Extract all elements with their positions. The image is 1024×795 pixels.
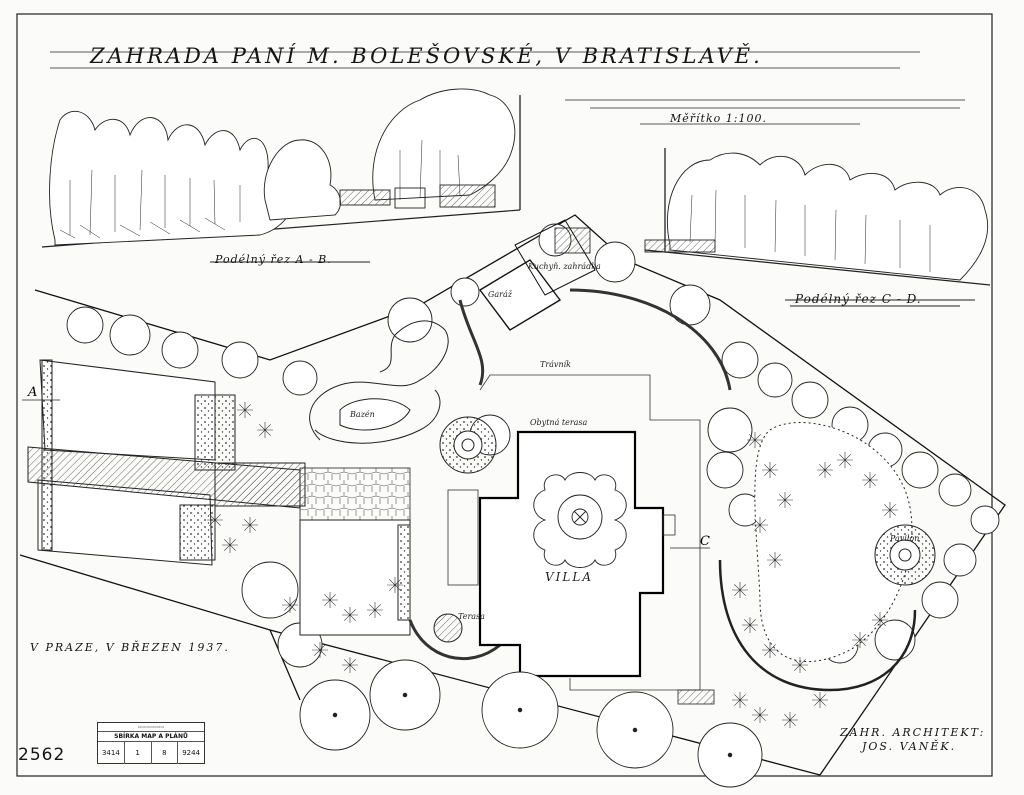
shrub-symbol [342,657,358,673]
sheet-number: 2562 [18,745,66,765]
shrub-symbol [872,612,888,628]
sunken-court [299,519,501,661]
shrub-symbol [207,512,223,528]
tree-canopy [757,362,793,398]
tree-canopy [921,581,959,619]
kitchen-garden-label: Kuchyň. zahrádka [528,262,601,271]
paved-courtyard [299,467,411,524]
shrub-symbol [322,592,338,608]
scale-note: Měřítko 1:100. [670,112,767,125]
stamp-cell: 1 [125,742,152,764]
villa-atrium [533,472,627,568]
tree-canopy [66,306,104,344]
shrub-symbol [387,577,403,593]
tree-canopy [109,314,151,356]
shrub-symbol [342,607,358,623]
outdoor-room-label: Obytná terasa [530,418,588,427]
tree-canopy [721,341,759,379]
shrub-symbol [222,537,238,553]
stamp-cell: 8 [152,742,179,764]
shrub-symbol [762,642,778,658]
shrub-beds [207,402,898,728]
tree-trunk-mark [332,712,338,718]
section-label-ab: Podélný řez A - B. [215,253,332,266]
title-rules [50,51,965,125]
shrub-symbol [367,602,383,618]
stamp-crest-line: ▭▭▭▭▭▭▭ [98,723,204,732]
pool-label: Bazén [350,410,375,419]
drawing-title: ZAHRADA PANÍ M. BOLEŠOVSKÉ, V BRATISLAVĚ… [90,44,763,68]
shrub-symbol [837,452,853,468]
sheet-border [16,13,993,777]
tree-canopy [594,241,636,283]
shrub-symbol [312,642,328,658]
shrub-symbol [882,502,898,518]
tree-canopy [241,561,299,619]
section-label-cd: Podélný řez C - D. [795,292,922,306]
terrace-label: Terasa [458,612,485,621]
pavilion-label: Pavilon [890,534,920,543]
tree-trunk-mark [517,707,523,713]
shrub-symbol [742,617,758,633]
shrub-symbol [812,692,828,708]
tree-canopy [791,381,829,419]
tree-canopy [938,473,972,507]
villa-footprint [478,430,665,678]
shrub-symbol [762,462,778,478]
stamp-cell: 3414 [98,742,125,764]
shrub-symbol [237,402,253,418]
tree-canopy [450,277,480,307]
shrub-symbol [732,582,748,598]
shrub-symbol [852,632,868,648]
villa-terrace-outline [447,374,701,691]
shrub-symbol [817,462,833,478]
section-markers [22,399,710,549]
stamp-cell: 9244 [182,749,201,757]
garden-bench [677,689,715,705]
shrub-symbol [242,517,258,533]
garden-paths [309,288,732,444]
shrub-symbol [752,707,768,723]
tree-canopy [970,505,1000,535]
tree-canopy [707,407,753,453]
tree-canopy [943,543,977,577]
architect-label: ZAHR. ARCHITEKT: [840,726,986,739]
shrub-symbol [732,692,748,708]
section-elevation-left [41,88,521,263]
villa-label: VILLA [545,570,594,584]
marker-a: A [27,385,37,400]
shrub-symbol [777,492,793,508]
drawing-date: V PRAZE, V BŘEZEN 1937. [30,641,230,654]
left-lawns [27,359,306,566]
shrub-symbol [282,597,298,613]
shrub-symbol [862,472,878,488]
section-elevation-right [644,148,991,307]
garage-block [478,219,596,331]
shrub-symbol [747,432,763,448]
garage-label: Garáž [488,290,512,299]
tree-trunk-mark [727,752,733,758]
shrub-symbol [782,712,798,728]
shrub-symbol [767,552,783,568]
tree-trunk-mark [402,692,408,698]
shrub-symbol [257,422,273,438]
round-gazebo [439,416,497,474]
marker-c: C [700,534,710,549]
tree-canopy [282,360,318,396]
archive-stamp: ▭▭▭▭▭▭▭ SBÍRKA MAP A PLÁNŮ 3414 1 8 9244 [97,722,205,764]
tree-canopy [901,451,939,489]
shrub-symbol [792,657,808,673]
architect-name: JOS. VANĚK. [862,740,957,753]
tree-canopy [221,341,259,379]
tree-canopy [669,284,711,326]
lawn-label: Trávník [540,360,572,369]
tree-canopy [161,331,199,369]
bottom-trees [299,659,763,788]
stamp-header: SBÍRKA MAP A PLÁNŮ [98,732,204,742]
tree-canopy [706,451,744,489]
tree-trunk-mark [632,727,638,733]
shrub-symbol [752,517,768,533]
